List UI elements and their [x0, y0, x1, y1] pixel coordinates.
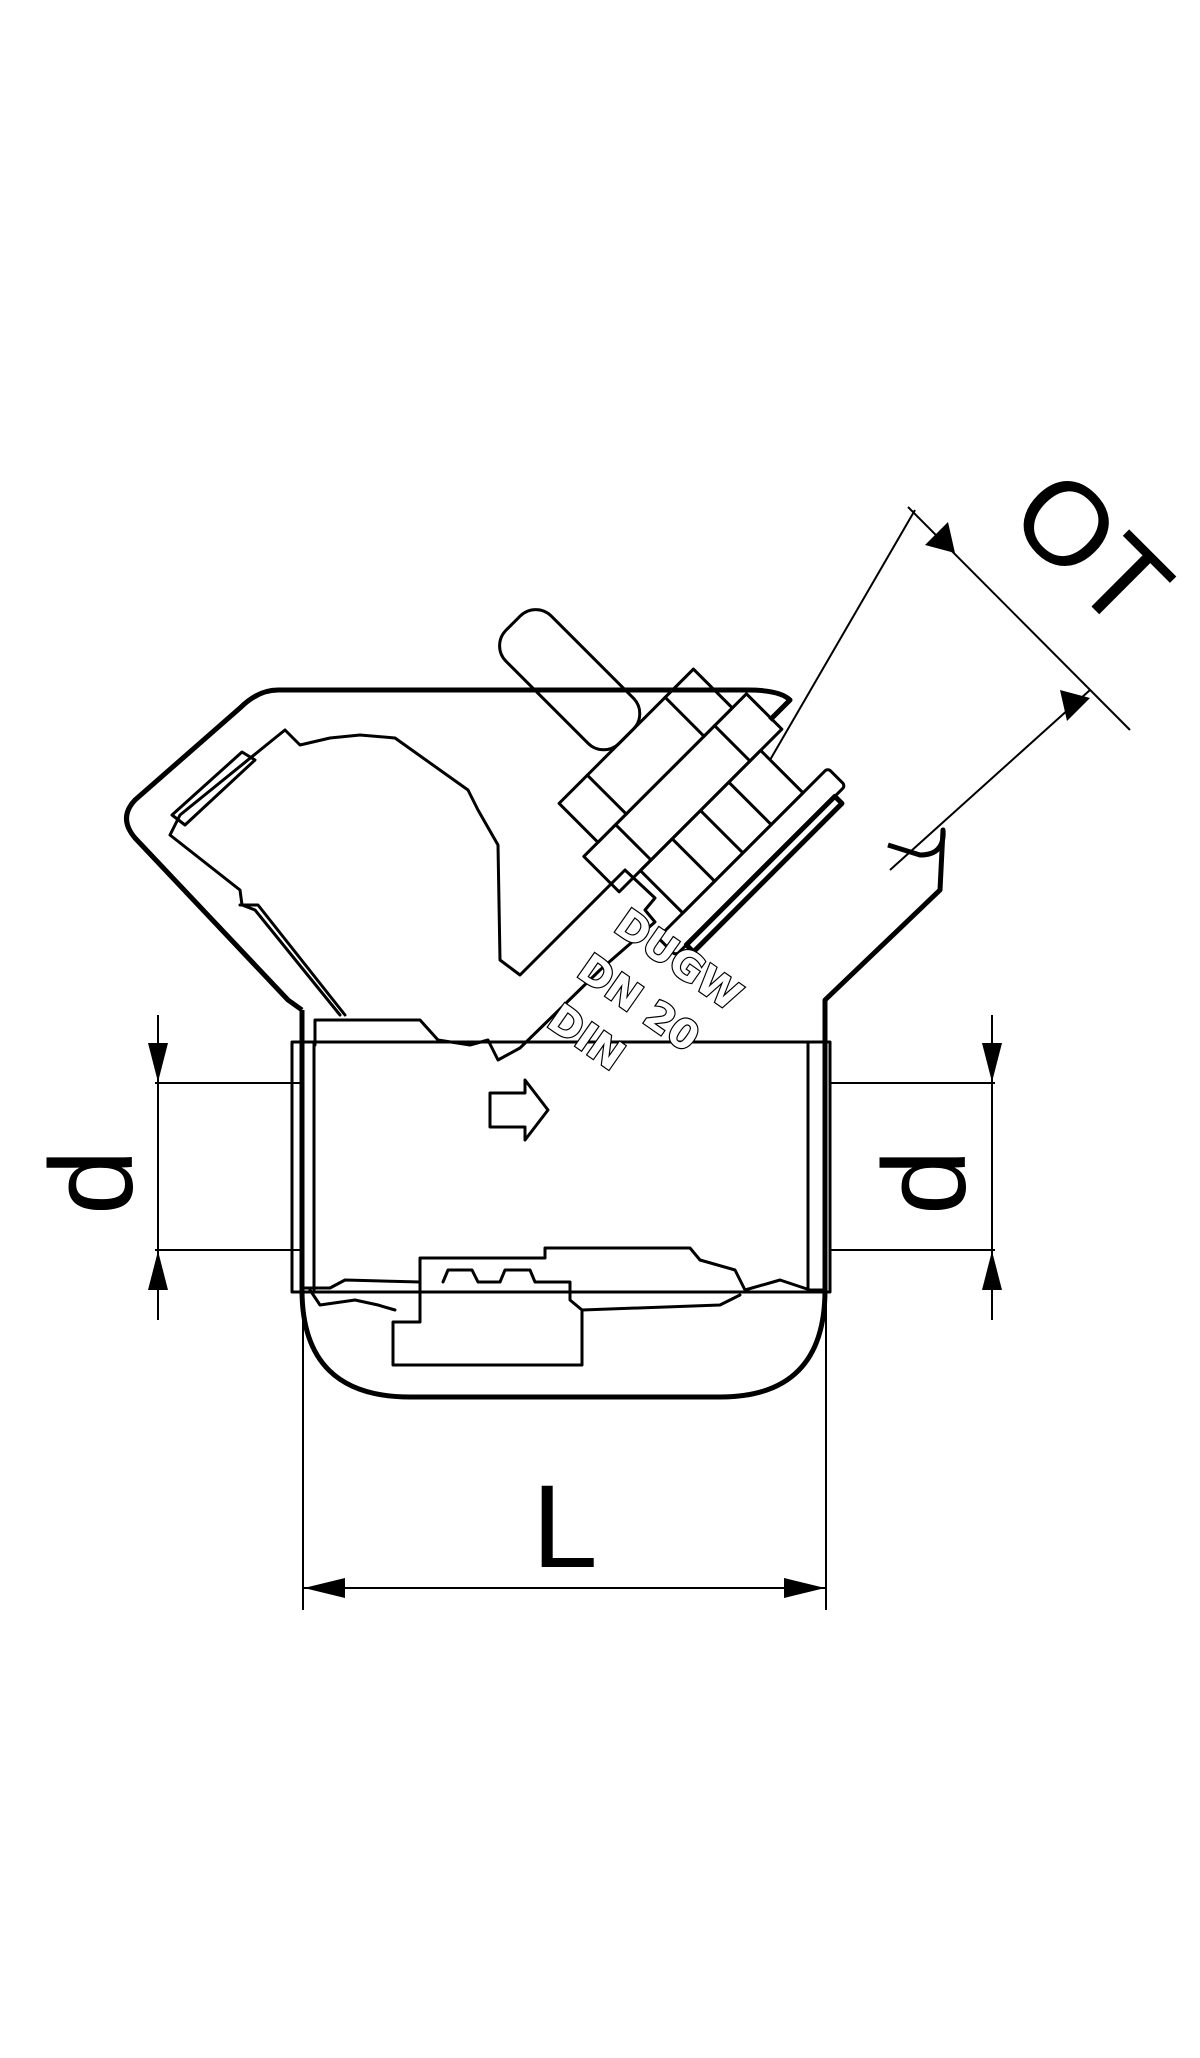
d-dimension-right: d	[830, 1015, 1002, 1320]
valve-bottom-section	[301, 1246, 827, 1367]
pipe-ends	[290, 1040, 832, 1294]
bonnet-assembly	[498, 608, 846, 956]
ot-label: OT	[987, 445, 1196, 654]
d-left-label: d	[26, 1149, 158, 1215]
d-right-label: d	[859, 1149, 991, 1215]
flow-arrow-icon	[488, 1078, 550, 1142]
l-label: L	[532, 1461, 598, 1593]
valve-body-outline	[124, 687, 946, 1400]
ot-dimension: OT	[769, 445, 1196, 871]
l-dimension: L	[302, 1292, 827, 1610]
d-dimension-left: d	[26, 1015, 300, 1320]
